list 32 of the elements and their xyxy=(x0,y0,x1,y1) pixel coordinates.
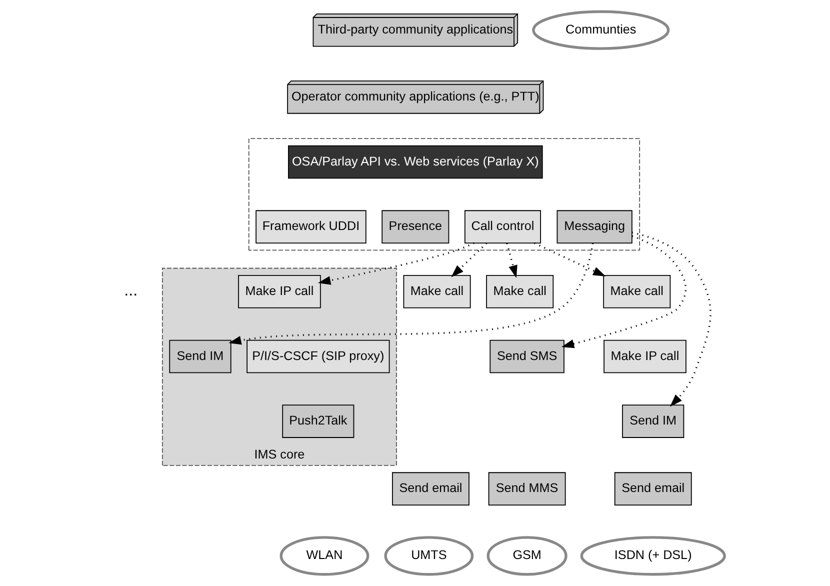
node-box: Messaging xyxy=(556,210,632,244)
node-box: Make call xyxy=(602,275,670,308)
label: ... xyxy=(124,282,138,300)
arrow xyxy=(534,242,606,276)
node-box: Presence xyxy=(381,210,449,244)
node-ellipse: Communties xyxy=(532,10,670,50)
arrow xyxy=(631,232,711,407)
node-ellipse: ISDN (+ DSL) xyxy=(580,536,726,576)
node-box: Call control xyxy=(464,210,540,244)
node-box: Send IM xyxy=(622,404,684,438)
node-box: Send IM xyxy=(168,340,231,374)
node-box: P/I/S-CSCF (SIP proxy) xyxy=(246,340,390,374)
node-box: Send MMS xyxy=(488,472,566,506)
node-ellipse: WLAN xyxy=(279,536,369,576)
arrow xyxy=(317,242,474,285)
node-box: OSA/Parlay API vs. Web services (Parlay X) xyxy=(288,145,542,179)
node-box: Send email xyxy=(392,472,469,506)
arrow xyxy=(228,243,594,345)
arrow xyxy=(560,235,686,348)
node-box: Send SMS xyxy=(489,340,564,374)
node-box: Push2Talk xyxy=(282,404,354,438)
arrow xyxy=(506,243,517,278)
node-box: Make call xyxy=(402,275,470,308)
arrow xyxy=(450,242,487,278)
node-box: Framework UDDI xyxy=(255,210,366,244)
cluster xyxy=(248,138,640,251)
node-box: Make call xyxy=(486,275,554,308)
node-ellipse: GSM xyxy=(486,536,567,576)
node-box: Make IP call xyxy=(238,275,320,308)
node-ellipse: UMTS xyxy=(384,536,474,576)
node-box: Send email xyxy=(614,472,692,506)
node-box: Make IP call xyxy=(603,340,686,374)
